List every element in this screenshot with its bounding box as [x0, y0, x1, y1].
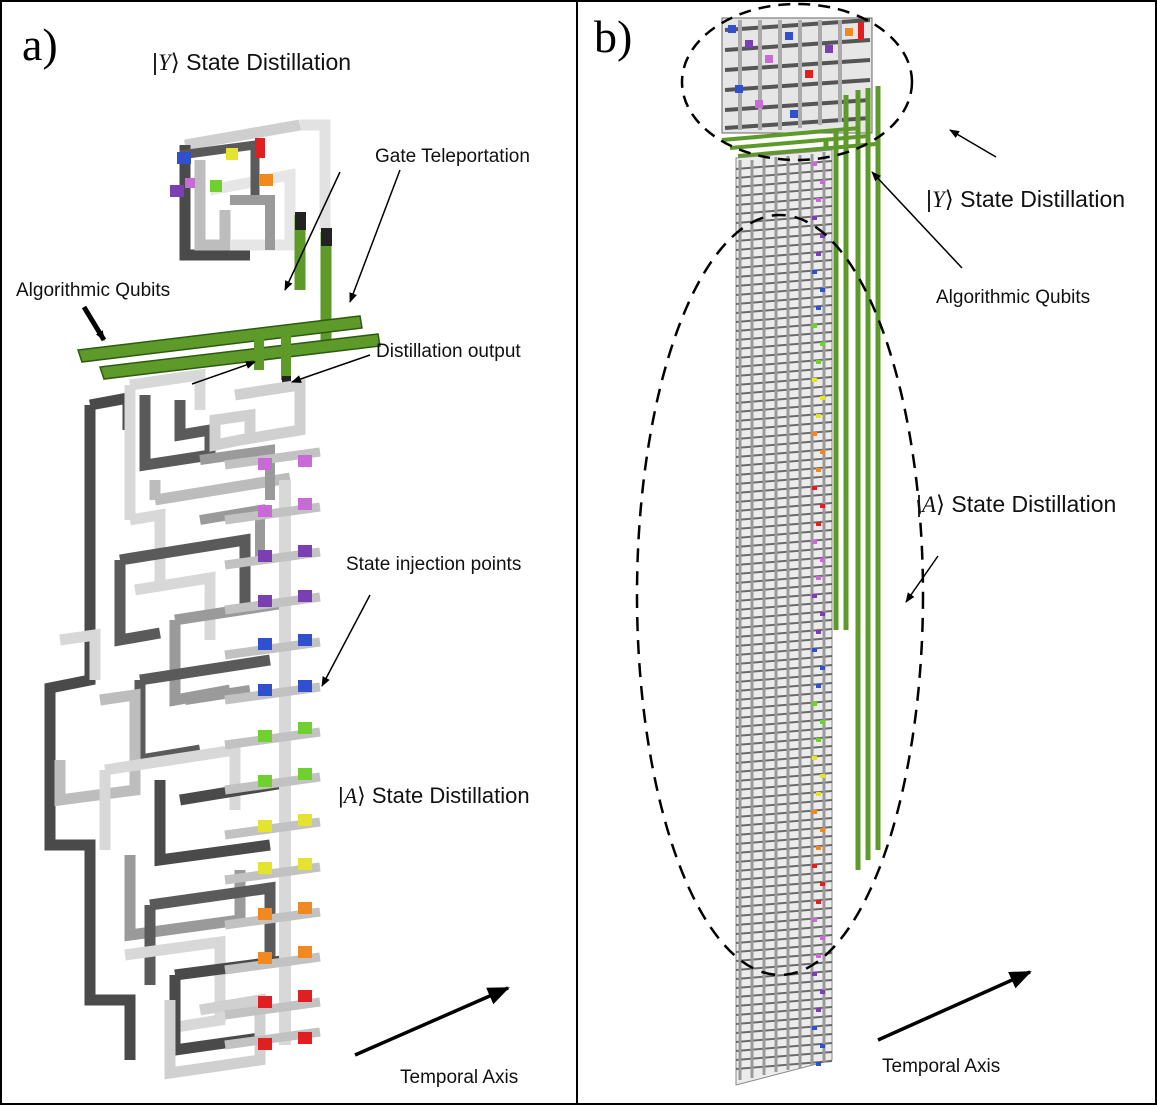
panel-a-y-distillation-label: |Y⟩ State Distillation: [152, 49, 351, 75]
tower-injection-dot: [816, 1008, 821, 1012]
panel-b-arrows: [871, 129, 1032, 1042]
tower-injection-dot: [816, 252, 821, 256]
tower-injection-dot: [816, 630, 821, 634]
panel-b-letter: b): [594, 11, 632, 62]
tower-injection-dot: [820, 774, 825, 778]
arrow-distillation-output-1: [291, 354, 371, 383]
arrow-b-algorithmic-qubits: [871, 171, 963, 269]
panel-a: a) |Y⟩ State Distillation: [16, 19, 530, 1088]
tower-injection-dot: [812, 756, 817, 760]
tower-injection-dot: [816, 468, 821, 472]
arrow-state-injection: [321, 594, 371, 687]
arrow-gate-teleport-2: [284, 171, 341, 291]
panel-a-a-distillation-label: |A⟩ State Distillation: [338, 783, 530, 808]
tower-injection-dot: [812, 1026, 817, 1030]
panel-b-a-ellipse: [635, 213, 925, 977]
tower-injection-dot: [820, 558, 825, 562]
panel-b-a-distillation-label: |A⟩ State Distillation: [916, 491, 1116, 517]
tower-injection-dot: [812, 270, 817, 274]
panel-a-a-distillation-lattice: [44, 368, 321, 1080]
tower-injection-dot: [812, 324, 817, 328]
tower-injection-dot: [812, 648, 817, 652]
arrow-b-y-distillation: [949, 129, 997, 158]
tower-injection-dot: [816, 576, 821, 580]
tower-injection-dot: [812, 702, 817, 706]
tower-injection-dot: [816, 522, 821, 526]
panel-a-gate-teleportation-label: Gate Teleportation: [375, 146, 530, 167]
panel-b-y-distillation-block: [721, 17, 873, 134]
panel-a-injection-points: [258, 455, 312, 1050]
tower-injection-dot: [812, 432, 817, 436]
panel-b-y-ellipse: [680, 2, 914, 162]
panel-b-temporal-axis-label: Temporal Axis: [882, 1056, 1000, 1077]
tower-injection-dot: [820, 828, 825, 832]
tower-injection-dot: [816, 792, 821, 796]
tower-injection-dot: [820, 342, 825, 346]
panel-b-frame: [576, 0, 1157, 1105]
tower-injection-dot: [812, 864, 817, 868]
panel-a-y-distillation-block: [170, 119, 331, 261]
tower-injection-dot: [816, 900, 821, 904]
tower-injection-dot: [820, 234, 825, 238]
tower-injection-dot: [812, 162, 817, 166]
tower-injection-dot: [812, 918, 817, 922]
tower-injection-dot: [816, 414, 821, 418]
tower-injection-dot: [812, 540, 817, 544]
tower-injection-dot: [820, 1044, 825, 1048]
arrow-algorithmic-qubits: [81, 305, 107, 342]
panel-a-temporal-axis-label: Temporal Axis: [400, 1067, 518, 1088]
tower-injection-dot: [820, 180, 825, 184]
tower-injection-dot: [820, 936, 825, 940]
tower-injection-dot: [812, 972, 817, 976]
arrow-temporal-axis-b: [877, 970, 1032, 1042]
panel-a-green-pipes: [76, 212, 381, 385]
tower-injection-dot: [812, 216, 817, 220]
tower-injection-dot: [820, 990, 825, 994]
arrow-temporal-axis-a: [354, 986, 510, 1057]
tower-injection-dot: [812, 594, 817, 598]
panel-b-green-pipes: [721, 86, 881, 870]
tower-injection-dot: [816, 1062, 821, 1066]
tower-injection-dot: [820, 288, 825, 292]
arrow-gate-teleport-1: [349, 169, 401, 303]
tower-injection-dot: [820, 396, 825, 400]
tower-injection-dot: [816, 954, 821, 958]
panel-b-y-distillation-label: |Y⟩ State Distillation: [926, 186, 1125, 212]
tower-injection-dot: [816, 360, 821, 364]
tower-injection-dot: [820, 612, 825, 616]
tower-injection-dot: [820, 666, 825, 670]
panel-b: b): [594, 2, 1125, 1086]
panel-a-algorithmic-qubits-label: Algorithmic Qubits: [16, 280, 170, 301]
tower-injection-dot: [820, 504, 825, 508]
tower-injection-dot: [816, 306, 821, 310]
tower-injection-dot: [812, 810, 817, 814]
panel-a-letter: a): [22, 19, 58, 70]
panel-a-arrows: [81, 169, 510, 1057]
tower-injection-dot: [820, 450, 825, 454]
tower-injection-dot: [820, 882, 825, 886]
tower-injection-dot: [820, 720, 825, 724]
arrow-b-a-distillation: [905, 555, 939, 603]
arrow-distillation-output-2: [191, 361, 256, 385]
tower-injection-dot: [816, 198, 821, 202]
tower-injection-dot: [816, 846, 821, 850]
panel-b-a-distillation-tower: [735, 149, 833, 1086]
panel-b-algorithmic-qubits-label: Algorithmic Qubits: [936, 287, 1090, 308]
panel-a-state-injection-label: State injection points: [346, 554, 521, 575]
tower-injection-dot: [812, 486, 817, 490]
panel-a-distillation-output-label: Distillation output: [376, 341, 521, 362]
tower-injection-dot: [812, 378, 817, 382]
tower-injection-dot: [816, 738, 821, 742]
tower-injection-dot: [816, 684, 821, 688]
